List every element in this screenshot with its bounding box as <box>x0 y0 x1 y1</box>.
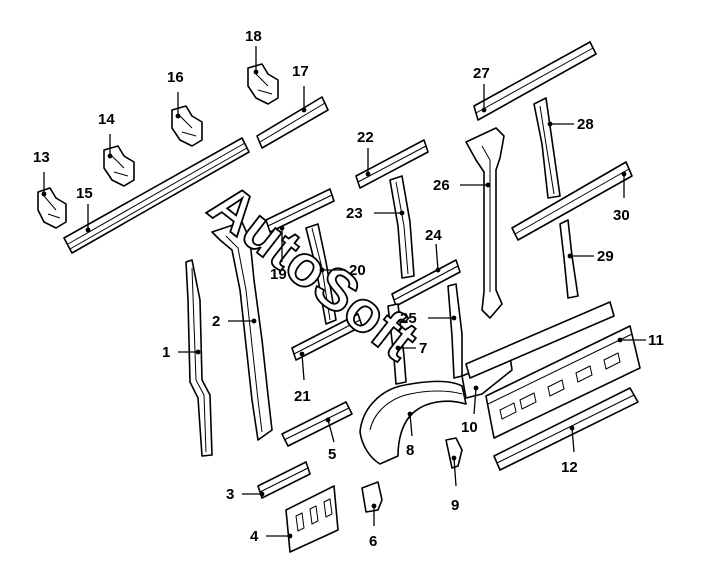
callout-label-1: 1 <box>162 344 170 361</box>
callout-label-12: 12 <box>561 459 578 476</box>
callout-9: 9 <box>451 455 459 514</box>
callout-5: 5 <box>325 417 336 463</box>
callout-14: 14 <box>98 111 115 159</box>
part-29-post <box>559 219 579 299</box>
callout-29: 29 <box>567 248 614 265</box>
part-25-post <box>447 283 463 379</box>
callout-label-14: 14 <box>98 111 115 128</box>
callout-19: 19 <box>270 225 287 283</box>
part-9-bracket <box>445 437 463 469</box>
callout-26: 26 <box>433 177 491 194</box>
callout-label-11: 11 <box>648 332 664 349</box>
part-4-panel <box>285 485 339 553</box>
callout-12: 12 <box>561 425 578 476</box>
callout-label-5: 5 <box>328 446 336 463</box>
callout-label-19: 19 <box>270 266 287 283</box>
callout-label-10: 10 <box>461 419 478 436</box>
part-26-pillar <box>465 127 505 319</box>
callout-label-24: 24 <box>425 227 442 244</box>
callout-label-17: 17 <box>292 63 309 80</box>
callout-label-3: 3 <box>226 486 234 503</box>
callout-8: 8 <box>406 411 414 459</box>
callout-label-8: 8 <box>406 442 414 459</box>
callout-label-25: 25 <box>400 310 417 327</box>
callout-label-13: 13 <box>33 149 50 166</box>
callout-6: 6 <box>369 503 377 550</box>
part-6-bracket <box>361 481 383 513</box>
part-22-rail <box>355 139 429 189</box>
callout-label-27: 27 <box>473 65 490 82</box>
part-8-wheel-arch <box>359 380 467 465</box>
part-14-bracket <box>103 145 135 187</box>
callout-label-20: 20 <box>349 262 366 279</box>
callout-label-15: 15 <box>76 185 93 202</box>
part-2-pillar <box>211 221 273 441</box>
callout-16: 16 <box>167 69 184 119</box>
part-17-rail <box>256 96 329 149</box>
callout-17: 17 <box>292 63 309 113</box>
callout-1: 1 <box>162 344 201 361</box>
callout-22: 22 <box>357 129 374 177</box>
part-5-rail <box>281 401 353 447</box>
callout-label-7: 7 <box>419 340 427 357</box>
callout-25: 25 <box>400 310 457 327</box>
part-1-pillar <box>185 259 213 457</box>
part-23-pillar <box>389 175 415 279</box>
callout-label-29: 29 <box>597 248 614 265</box>
callout-label-16: 16 <box>167 69 184 86</box>
part-27-rail <box>473 41 597 121</box>
part-28-pillar <box>533 97 561 199</box>
callout-label-21: 21 <box>294 388 311 405</box>
part-13-bracket <box>37 187 67 229</box>
callout-label-30: 30 <box>613 207 630 224</box>
callout-27: 27 <box>473 65 490 113</box>
part-30-rail <box>511 161 633 241</box>
part-12-rail <box>493 387 639 471</box>
part-11-side-panel <box>485 325 641 439</box>
part-21-rail <box>291 313 363 361</box>
callout-30: 30 <box>613 171 630 224</box>
callout-label-26: 26 <box>433 177 450 194</box>
callout-label-2: 2 <box>212 313 220 330</box>
callout-21: 21 <box>294 351 311 405</box>
callout-label-23: 23 <box>346 205 363 222</box>
callout-24: 24 <box>425 227 442 273</box>
callout-23: 23 <box>346 205 405 222</box>
callout-3: 3 <box>226 486 265 503</box>
part-7-post <box>387 303 407 385</box>
callout-label-18: 18 <box>245 28 262 45</box>
callout-2: 2 <box>212 313 257 330</box>
callout-15: 15 <box>76 185 93 233</box>
callout-13: 13 <box>33 149 50 197</box>
callout-label-9: 9 <box>451 497 459 514</box>
part-18-bracket <box>247 63 279 105</box>
callout-20: 20 <box>319 262 366 279</box>
callout-10: 10 <box>461 385 479 436</box>
callout-4: 4 <box>250 528 293 545</box>
callout-label-28: 28 <box>577 116 594 133</box>
callout-28: 28 <box>547 116 594 133</box>
callout-11: 11 <box>617 332 664 349</box>
callout-18: 18 <box>245 28 262 75</box>
part-24-rail <box>391 259 461 307</box>
callout-7: 7 <box>395 340 427 357</box>
callout-label-6: 6 <box>369 533 377 550</box>
part-19-rail <box>265 188 335 233</box>
callout-label-22: 22 <box>357 129 374 146</box>
part-15-roof-rail <box>63 137 250 254</box>
callout-label-4: 4 <box>250 528 259 545</box>
part-16-bracket <box>171 105 203 147</box>
part-3-rail <box>257 461 311 499</box>
